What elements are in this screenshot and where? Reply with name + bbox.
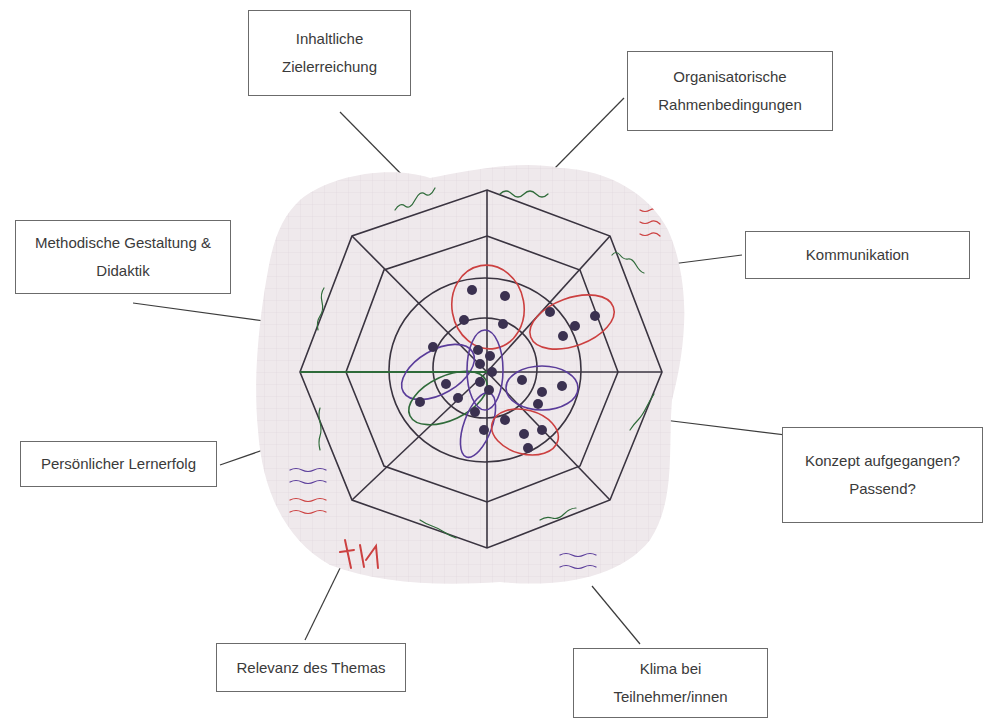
callout-text: Kommunikation: [806, 241, 909, 269]
callout-text: Persönlicher Lernerfolg: [41, 450, 196, 478]
callout-box: Relevanz des Themas: [216, 643, 406, 692]
callout-box: Inhaltliche Zielerreichung: [248, 10, 411, 96]
callout-text: Relevanz des Themas: [237, 654, 386, 682]
callout-text: Klima bei Teilnehmer/innen: [592, 655, 749, 711]
callout-box: Kommunikation: [745, 231, 970, 279]
callout-text: Inhaltliche Zielerreichung: [267, 25, 392, 81]
callout-box: Konzept aufgegangen? Passend?: [782, 427, 983, 523]
callout-box: Methodische Gestaltung & Didaktik: [15, 220, 231, 294]
callout-box: Organisatorische Rahmenbedingungen: [627, 51, 833, 131]
flipchart-paper: [240, 150, 700, 600]
callout-text: Methodische Gestaltung & Didaktik: [34, 229, 212, 285]
callout-text: Organisatorische Rahmenbedingungen: [646, 63, 814, 119]
callout-box: Persönlicher Lernerfolg: [20, 441, 217, 487]
callout-text: Konzept aufgegangen? Passend?: [801, 447, 964, 503]
callout-box: Klima bei Teilnehmer/innen: [573, 648, 768, 718]
leader-lines: [133, 98, 835, 644]
